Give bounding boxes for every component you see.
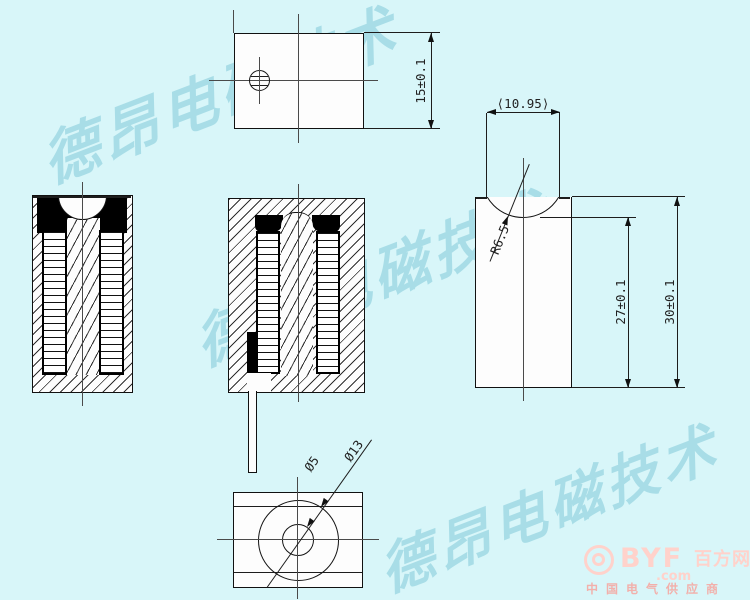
dim15-arrow-top [428, 33, 434, 42]
dim1095-dimension-line [487, 112, 560, 113]
byf-brand-text: BYF [620, 543, 684, 574]
hole-vertical-centerline [259, 57, 260, 104]
dim27-dimension-line [628, 217, 629, 388]
dim-notch-width: ⟨10.95⟩ [496, 96, 550, 111]
lead-wire [248, 391, 257, 473]
dim15-arrow-bottom [428, 120, 434, 129]
byf-suffix-text: .com [656, 569, 692, 584]
dim30-arrow-top [674, 197, 680, 206]
dim15-dimension-line [431, 33, 432, 129]
left-view-coil-right [99, 230, 124, 375]
mid-view-center-core [281, 212, 313, 376]
dim27-arrow-top [625, 217, 631, 226]
right-view-shoulder-right [559, 197, 570, 199]
bottom-view-vertical-centerline [297, 477, 298, 599]
right-view-centerline [523, 158, 524, 401]
right-view-shoulder-left [476, 197, 487, 199]
dim1095-arrow-right [551, 109, 560, 115]
dim-inner-hole-dia: Ø5 [301, 453, 323, 475]
byf-logo-icon-inner [592, 553, 605, 566]
mid-view-coil-right [316, 231, 340, 374]
dim-outer-circle-dia: Ø13 [340, 437, 367, 465]
dim27-extension-top [540, 217, 636, 218]
dim27-arrow-bottom [625, 379, 631, 388]
lead-wire-slot-fill [247, 332, 258, 374]
middle-section-view [228, 198, 365, 393]
dim30-dimension-line [677, 197, 678, 388]
dim-step-height: 27±0.1 [613, 279, 628, 325]
dim1095-arrow-left [487, 109, 496, 115]
byf-site-name: 百方网 [694, 549, 750, 570]
mid-view-flange-left [255, 215, 283, 232]
dim30-extension-top [572, 196, 685, 197]
wire-exit-notch [247, 373, 271, 392]
dim15-extension-top [364, 32, 440, 33]
top-view-horizontal-centerline [209, 80, 378, 81]
inner-hole-circle [282, 524, 314, 556]
top-view-vertical-centerline [298, 14, 299, 143]
byf-logo-icon [584, 545, 614, 575]
mid-view-coil-left [256, 231, 280, 374]
top-view-projection-line [233, 10, 234, 33]
bottom-view-horizontal-centerline [217, 539, 379, 540]
dim1095-extension-left [486, 113, 487, 197]
byf-tagline: 中国电气供应商 [586, 582, 727, 596]
outer-circle [258, 500, 339, 581]
left-view-coil-left [42, 230, 67, 375]
dim1095-extension-right [559, 113, 560, 197]
dim30-arrow-bottom [674, 379, 680, 388]
dim30-extension-bottom [572, 387, 685, 388]
mid-view-centerline [298, 184, 299, 402]
byf-logo: BYF .com 百方网 中国电气供应商 [584, 543, 750, 596]
left-view-centerline [82, 182, 83, 406]
dim-plate-height: 15±0.1 [413, 58, 428, 104]
left-view-center-core [67, 218, 100, 375]
dim-overall-height: 30±0.1 [662, 279, 677, 325]
mid-view-flange-right [312, 215, 340, 232]
dim15-extension-bottom [364, 128, 440, 129]
